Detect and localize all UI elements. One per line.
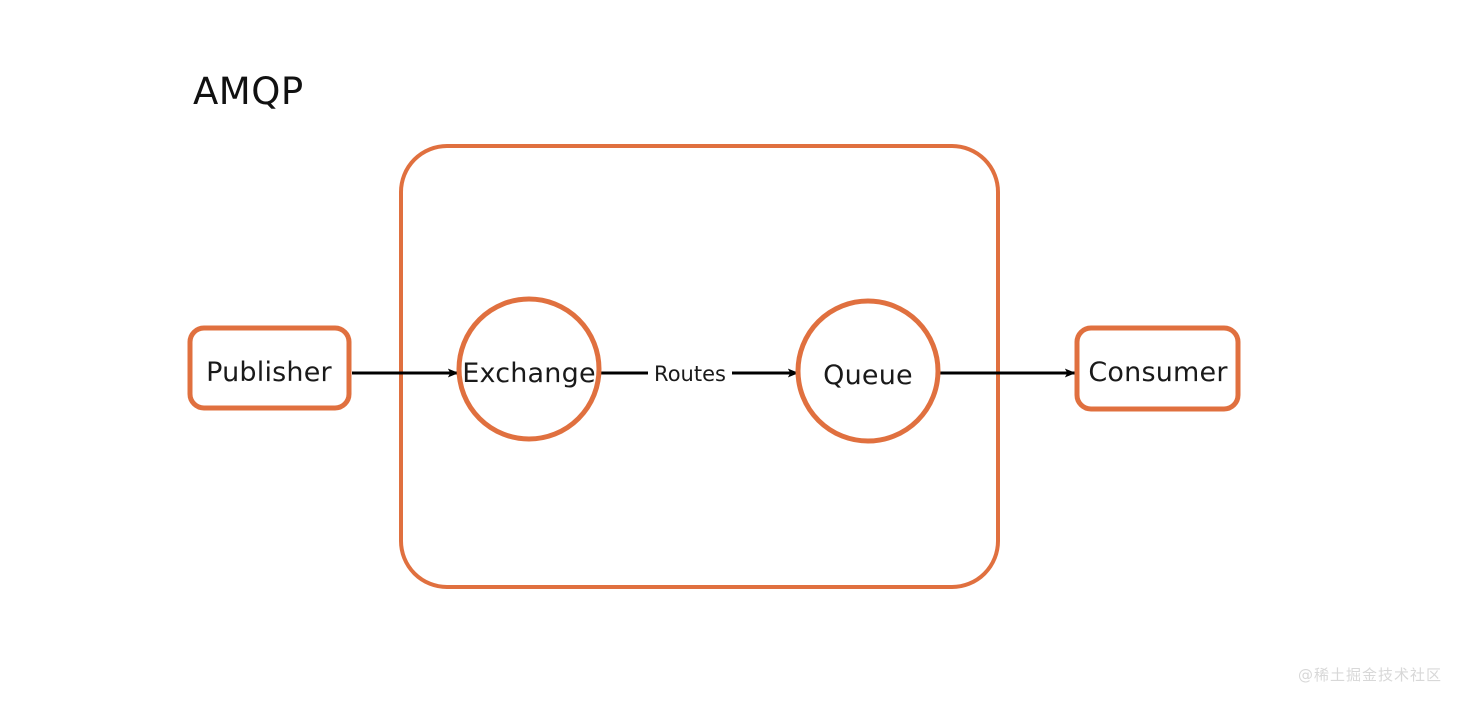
diagram-title: AMQP bbox=[193, 70, 304, 113]
consumer-label: Consumer bbox=[1088, 357, 1228, 388]
routes-label: Routes bbox=[654, 362, 726, 386]
node-exchange[interactable]: Exchange bbox=[456, 296, 602, 442]
node-consumer[interactable]: Consumer bbox=[1074, 325, 1241, 412]
publisher-box[interactable] bbox=[187, 325, 352, 411]
consumer-box[interactable] bbox=[1074, 325, 1241, 412]
watermark-text: @稀土掘金技术社区 bbox=[1298, 666, 1442, 684]
queue-circle[interactable] bbox=[795, 298, 941, 444]
edge-label-routes: Routes bbox=[648, 356, 732, 388]
exchange-circle[interactable] bbox=[456, 296, 602, 442]
queue-label: Queue bbox=[823, 360, 913, 391]
exchange-label: Exchange bbox=[462, 358, 596, 389]
routes-label-backing bbox=[648, 356, 732, 388]
node-queue[interactable]: Queue bbox=[795, 298, 941, 444]
publisher-label: Publisher bbox=[206, 357, 332, 388]
node-publisher[interactable]: Publisher bbox=[187, 325, 352, 411]
